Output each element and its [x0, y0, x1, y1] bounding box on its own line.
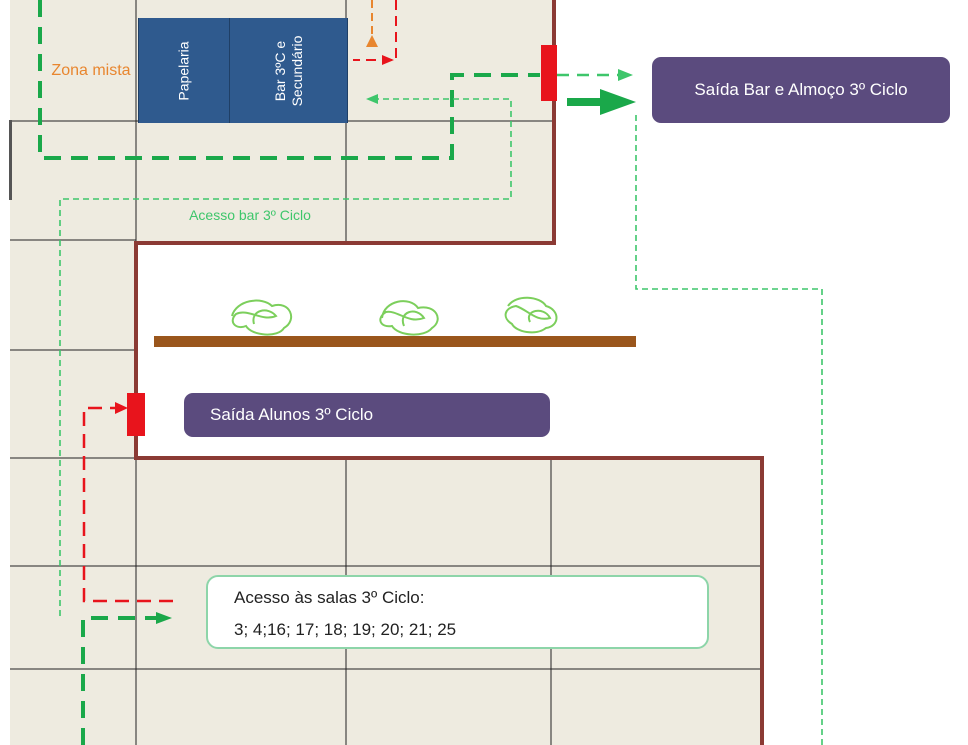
bar-shop-label: Bar 3ºC e Secundário: [271, 35, 305, 106]
bench: [154, 336, 636, 347]
arrow-red-exit: [115, 402, 128, 414]
left-corridor-floor: [10, 243, 136, 460]
arrow-into-bar: [366, 94, 378, 104]
route-red-bar: [353, 0, 397, 61]
bar-shop: Bar 3ºC e Secundário: [229, 18, 348, 123]
bar-lunch-exit-label: Saída Bar e Almoço 3º Ciclo: [652, 57, 950, 123]
route-rooms-entry: [81, 616, 158, 745]
left-edge-wall: [9, 120, 12, 200]
route-bar-access: [59, 98, 512, 620]
stationery-shop-label: Papelaria: [175, 40, 192, 101]
route-red-students: [82, 406, 177, 603]
students-exit-door: [127, 393, 145, 436]
arrow-orange-up: [366, 35, 378, 47]
bar-lunch-exit-text: Saída Bar e Almoço 3º Ciclo: [694, 80, 908, 100]
rooms-access-box: Acesso às salas 3º Ciclo: 3; 4;16; 17; 1…: [206, 575, 709, 649]
route-bar-exit-main: [38, 0, 540, 160]
bar-access-label: Acesso bar 3º Ciclo: [189, 207, 311, 223]
arrow-to-rooms: [156, 612, 172, 624]
plant-icon: [379, 300, 439, 336]
arrow-to-bar-exit: [618, 69, 633, 81]
building-walls: [134, 0, 764, 745]
plant-icon: [231, 299, 293, 336]
bar-exit-door: [541, 45, 557, 101]
students-exit-text: Saída Alunos 3º Ciclo: [210, 405, 374, 424]
plant-icon: [504, 296, 558, 334]
rooms-access-list: 3; 4;16; 17; 18; 19; 20; 21; 25: [234, 620, 457, 639]
bold-arrow-head: [600, 89, 636, 115]
mixed-zone-label: Zona mista: [51, 62, 131, 79]
students-exit-label: Saída Alunos 3º Ciclo: [184, 393, 550, 437]
arrow-red-bar: [382, 55, 394, 65]
stationery-shop: Papelaria: [138, 18, 230, 123]
rooms-access-title: Acesso às salas 3º Ciclo:: [234, 588, 425, 607]
